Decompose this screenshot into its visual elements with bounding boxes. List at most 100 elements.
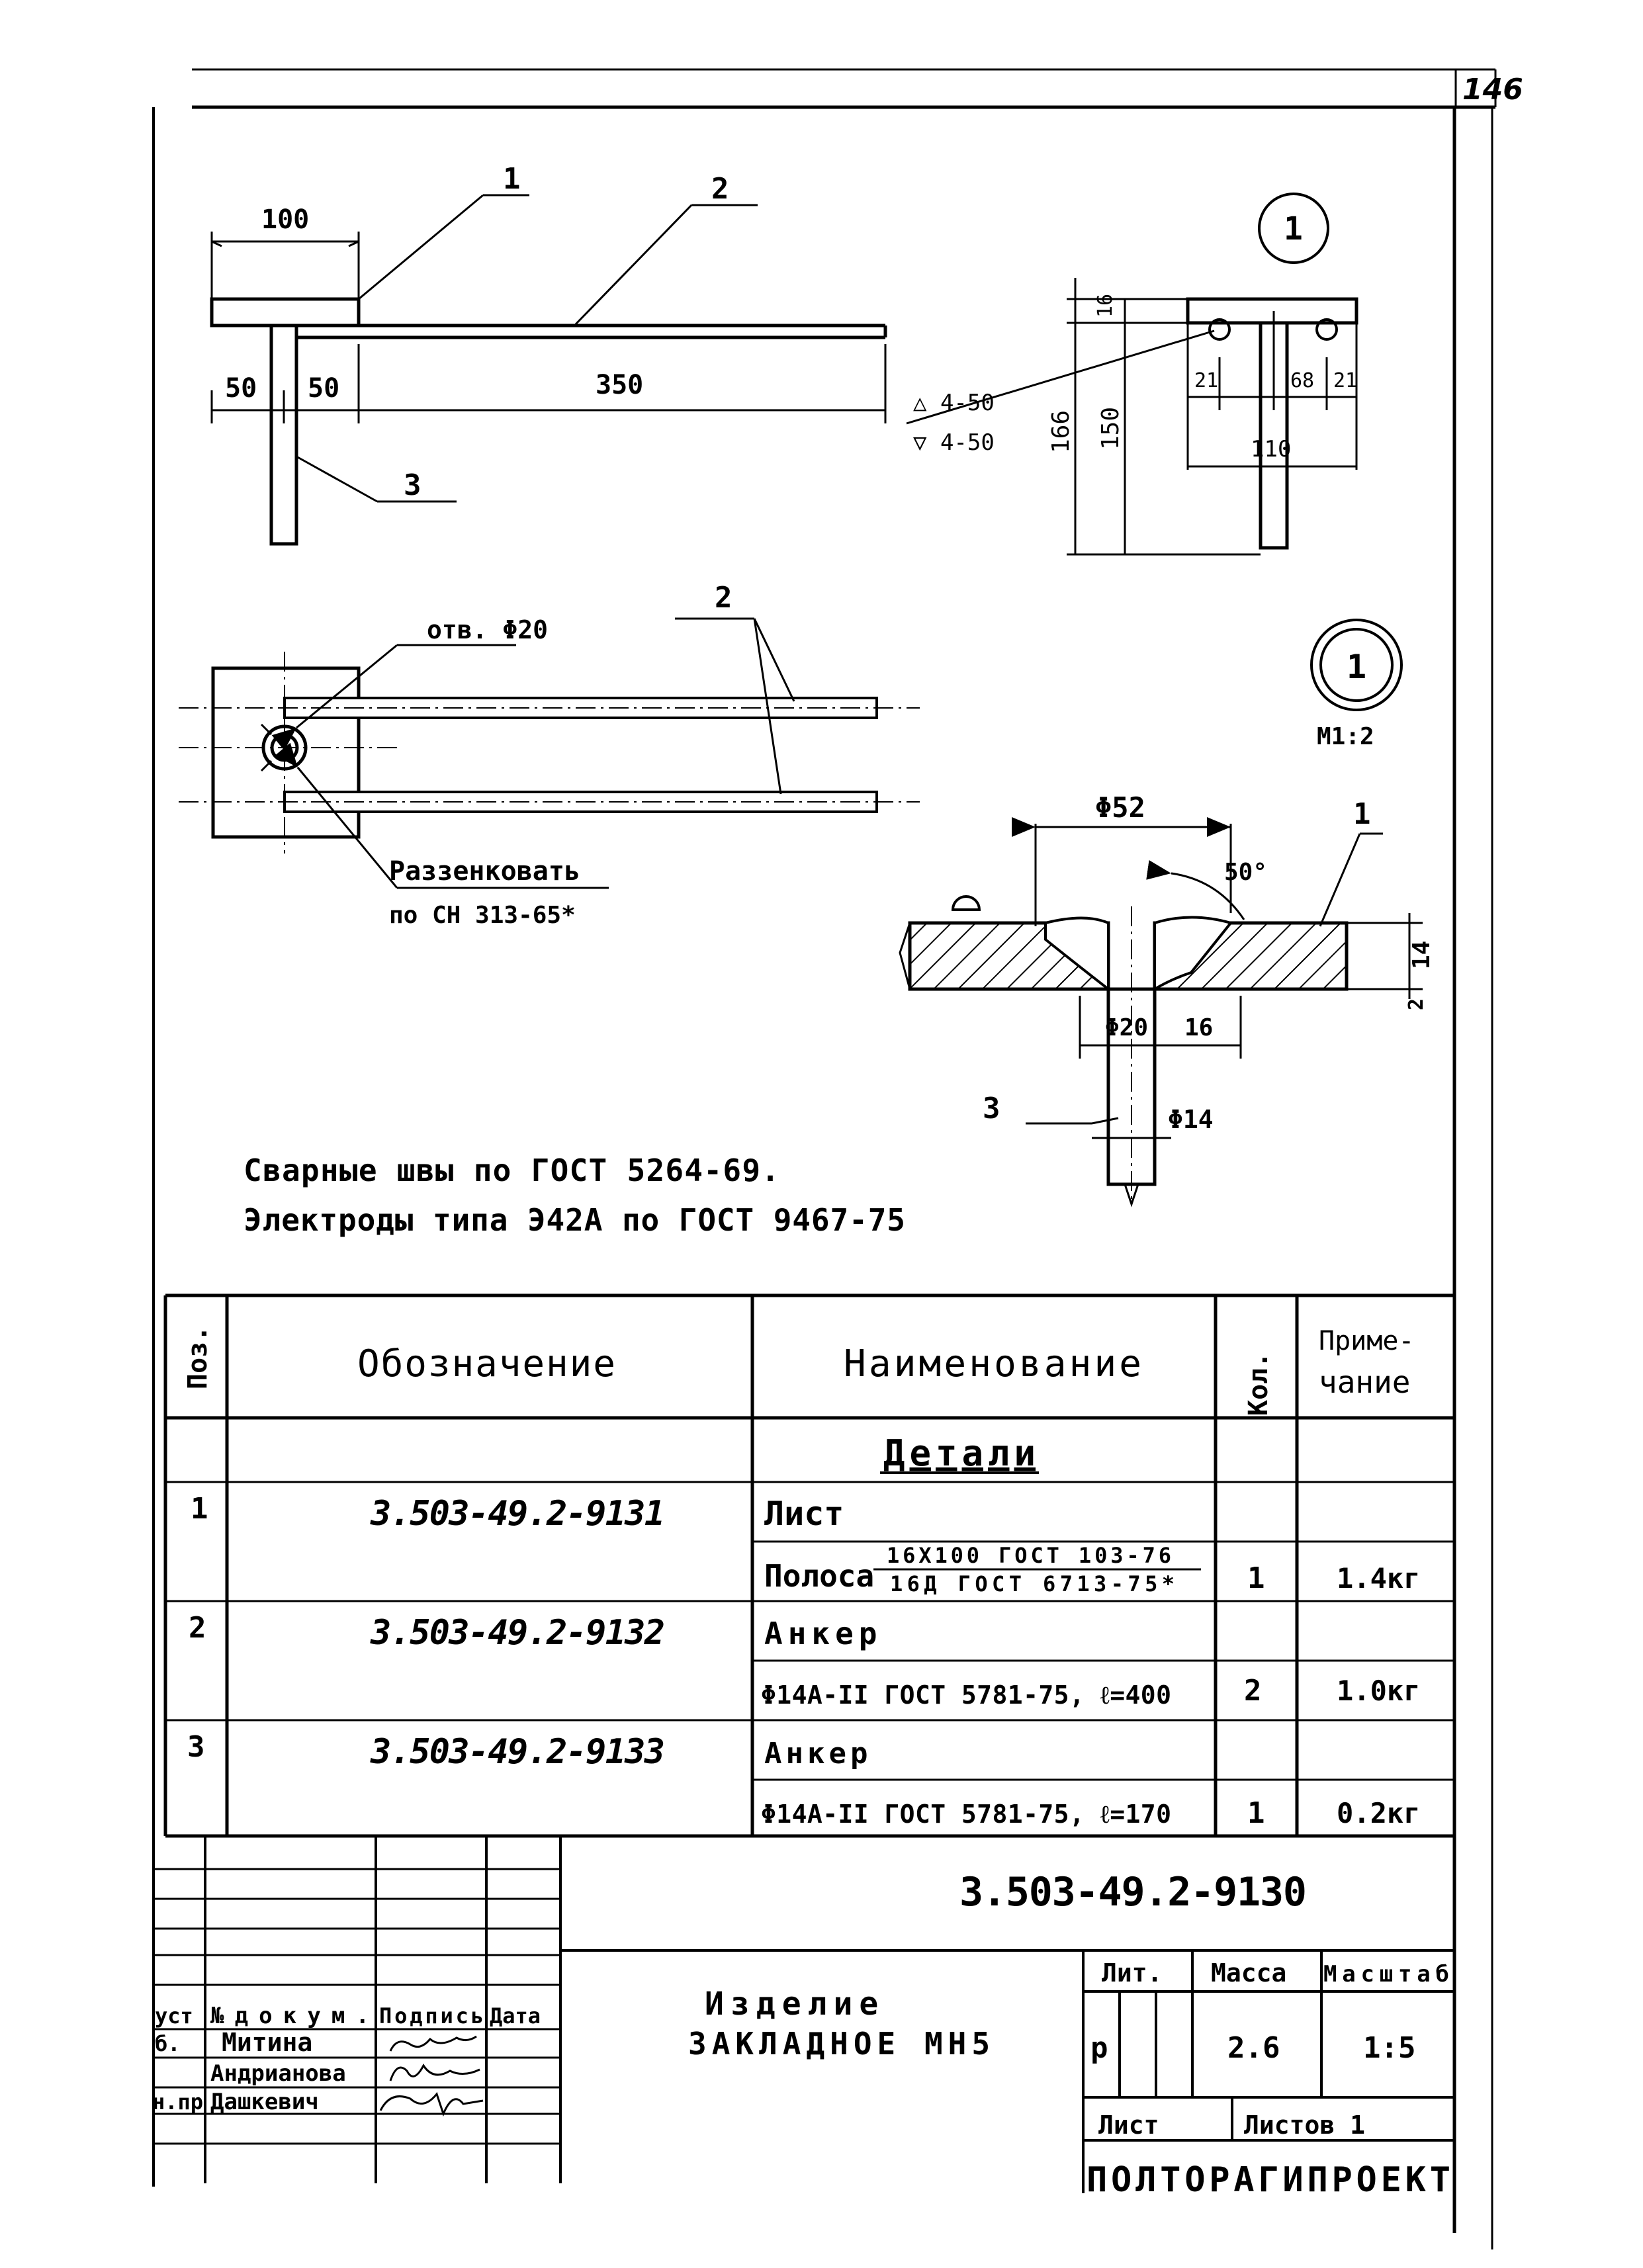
header-qty: Кол. [1243, 1352, 1274, 1416]
col-header-sheet: уст [155, 2003, 193, 2028]
callout-pos-1-detail: 1 [1353, 797, 1371, 831]
row-4-note: 1.0кг [1337, 1675, 1420, 1707]
signature-3 [379, 2091, 484, 2117]
dim-angle: 50° [1224, 859, 1267, 886]
person-1-role: б. [155, 2031, 181, 2056]
signature-2 [389, 2064, 480, 2081]
title-line-2: ЗАКЛАДНОЕ МН5 [688, 2026, 995, 2062]
col-header-doc-no: №докум. [210, 2003, 369, 2029]
detail-marker-inner [1319, 628, 1394, 702]
header-pos: Поз. [183, 1326, 213, 1389]
dim-total-height: 166 [1047, 410, 1075, 453]
weld-mark-bottom: ▽ 4-50 [913, 429, 995, 456]
dim-offset-3: 21 [1333, 369, 1357, 392]
detail-1: 1 М1:2 [899, 619, 1435, 1207]
anchor-short-view [269, 324, 298, 546]
section-title-details: Детали [883, 1432, 1036, 1474]
note-electrodes: Электроды типа Э42А по ГОСТ 9467-75 [244, 1202, 905, 1238]
sheet-number: 146 [1462, 73, 1523, 107]
dim-anchor-length: 350 [596, 370, 643, 400]
person-1-name: Митина [222, 2028, 312, 2057]
callout-pos-3: 3 [404, 468, 422, 502]
hole-left [1208, 318, 1231, 341]
dim-gap2: 2 [1405, 998, 1428, 1010]
countersink-note-line1: Раззенковать [389, 856, 580, 887]
scale-value: 1:5 [1363, 2031, 1415, 2065]
organization: ПОЛТОРАГИПРОЕКТ [1087, 2160, 1450, 2200]
sheet-frame [152, 68, 1497, 2249]
plate-top-view [210, 297, 361, 327]
spec-table: Поз. Обозначение Наименование Кол. Приме… [163, 1293, 1454, 1838]
sheet-label: Лист [1098, 2111, 1159, 2140]
callout-pos-2: 2 [711, 172, 729, 206]
weld-bead-right [1153, 916, 1233, 992]
header-note-2: чание [1319, 1364, 1410, 1400]
dim-d14: Φ14 [1168, 1105, 1214, 1134]
row-3-designation: 3.503-49.2-9132 [370, 1613, 665, 1653]
dim-anchor-height: 150 [1097, 407, 1124, 450]
row-5-name: Анкер [764, 1737, 871, 1770]
header-note-1: Приме- [1319, 1326, 1415, 1356]
dim-edge-1: 50 [225, 373, 257, 404]
row-1-pos: 1 [191, 1492, 208, 1526]
hole-label: отв. Φ20 [427, 615, 548, 644]
row-2-qty: 1 [1247, 1561, 1265, 1595]
lit-label: Лит. [1102, 1958, 1163, 1987]
detail-marker-outer [1310, 619, 1403, 711]
general-notes: Сварные швы по ГОСТ 5264-69. Электроды т… [244, 1153, 905, 1238]
hole-right [1315, 318, 1338, 341]
row-6-qty: 1 [1247, 1796, 1265, 1830]
row-6-note: 0.2кг [1337, 1797, 1420, 1829]
lit-value: р [1090, 2031, 1108, 2065]
callout-pos-2-plan: 2 [715, 581, 733, 615]
header-name: Наименование [844, 1342, 1141, 1385]
row-1-designation: 3.503-49.2-9131 [370, 1494, 665, 1534]
row-4-name: Φ14А-ІІ ГОСТ 5781-75, ℓ=400 [761, 1680, 1171, 1710]
person-2-name: Андрианова [210, 2060, 346, 2087]
scale-label: Масштаб [1323, 1961, 1449, 1987]
dim-span: 110 [1251, 436, 1291, 462]
row-3-pos: 2 [189, 1611, 206, 1645]
weld-mark-top: △ 4-50 [913, 390, 995, 416]
row-3-name: Анкер [764, 1616, 882, 1651]
row-2-name-bottom: 16Д ГОСТ 6713-75* [890, 1571, 1175, 1596]
row-5-designation: 3.503-49.2-9133 [370, 1732, 665, 1772]
doc-code: 3.503-49.2-9130 [959, 1869, 1307, 1915]
view-marker-number: 1 [1284, 210, 1303, 247]
dim-offset-2: 68 [1290, 369, 1314, 392]
detail-marker-number: 1 [1347, 648, 1366, 686]
side-view: 1 16 166 150 21 68 21 110 [1047, 193, 1358, 556]
col-header-date: Дата [490, 2003, 541, 2028]
dim-d20: Φ20 [1105, 1014, 1148, 1041]
mass-label: Масса [1211, 1958, 1286, 1987]
row-5-pos: 3 [187, 1730, 205, 1764]
row-1-name: Лист [764, 1495, 844, 1533]
top-view: 100 50 50 350 1 2 3 [210, 162, 887, 546]
dim-d52: Φ52 [1095, 791, 1145, 824]
col-header-signature: Подпись [379, 2003, 484, 2028]
callout-pos-1: 1 [503, 162, 521, 196]
person-3-name: Дашкевич [210, 2089, 319, 2115]
view-marker-circle [1258, 193, 1329, 264]
row-2-name: Полоса [764, 1558, 874, 1594]
plan-view: отв. Φ20 2 Раззенковать по СН 313-65* [179, 581, 920, 929]
dim-plate-thickness: 16 [1094, 294, 1117, 318]
mass-value: 2.6 [1227, 2031, 1280, 2065]
sheets-label: Листов 1 [1244, 2111, 1365, 2140]
signature-1 [389, 2035, 477, 2052]
title-line-1: Изделие [705, 1985, 885, 2023]
row-6-name: Φ14А-ІІ ГОСТ 5781-75, ℓ=170 [761, 1800, 1171, 1829]
detail-scale: М1:2 [1317, 723, 1374, 750]
countersink-note-line2: по СН 313-65* [389, 902, 576, 929]
note-welds: Сварные швы по ГОСТ 5264-69. [244, 1153, 779, 1188]
header-designation: Обозначение [357, 1342, 615, 1385]
callout-pos-3-detail: 3 [983, 1092, 1000, 1125]
title-block: 3.503-49.2-9130 уст №докум. Подпись Дата… [152, 1836, 1454, 2200]
dim-edge-2: 50 [308, 373, 339, 404]
row-2-note: 1.4кг [1337, 1562, 1420, 1594]
weld-marks: △ 4-50 ▽ 4-50 [906, 329, 1215, 456]
dim-offset-1: 21 [1194, 369, 1218, 392]
dim-plate-width: 100 [261, 204, 309, 235]
dim-thk14: 14 [1408, 941, 1435, 969]
